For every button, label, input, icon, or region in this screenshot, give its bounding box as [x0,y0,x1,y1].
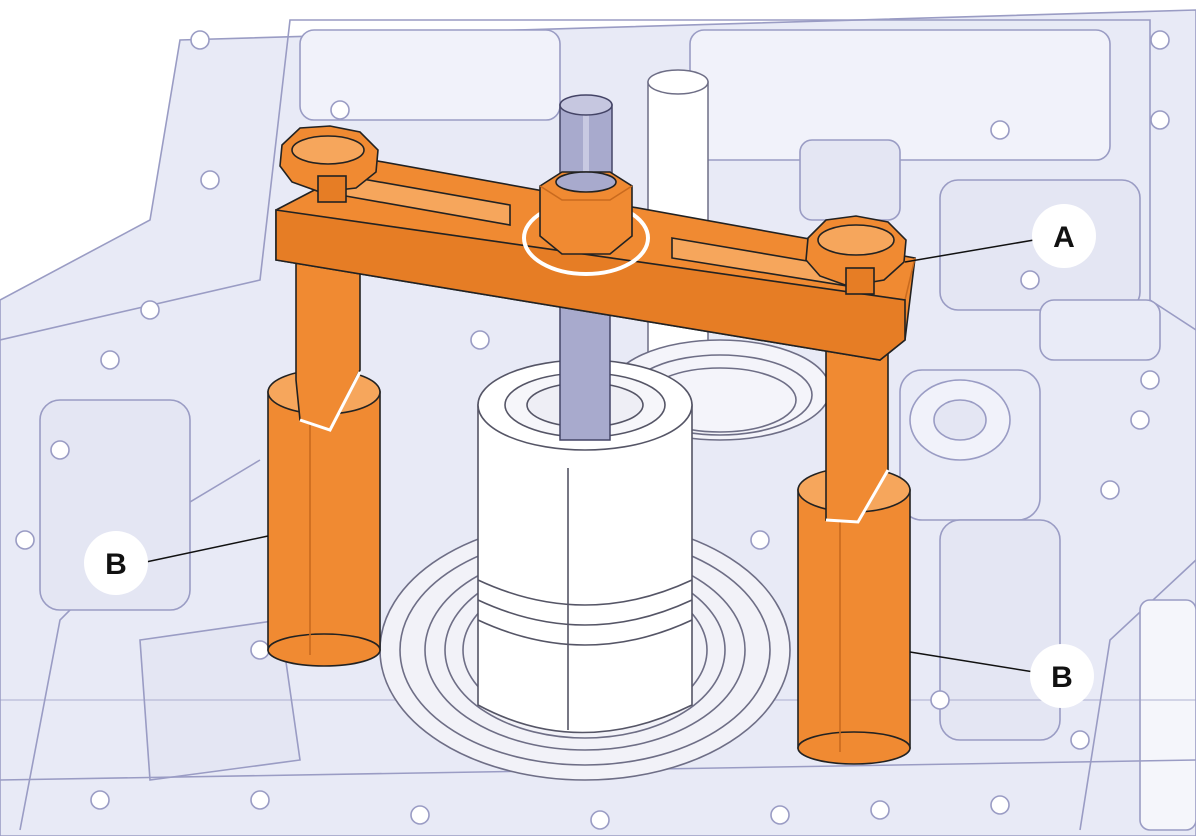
center-nut [522,171,650,276]
callout-B-left: B [84,531,269,595]
callout-bubble-B-left [84,531,148,595]
leader-line-B-left [145,535,269,563]
knob-bolt-left [279,125,379,203]
knob-bolt-right [805,215,907,295]
spacer-leg-left [267,249,381,667]
callout-bubble-B-right [1030,644,1094,708]
bridge-tool [275,159,916,361]
callout-bubble-A [1032,204,1096,268]
callout-label-B-right: B [1051,661,1073,694]
spacer-leg-right [797,339,911,765]
leader-line-A [904,239,1035,263]
callout-label-A: A [1053,221,1075,254]
callout-B-right: B [909,644,1094,708]
callout-label-B-left: B [105,548,127,581]
leader-line-B-right [909,651,1035,673]
callout-A: A [904,204,1096,268]
